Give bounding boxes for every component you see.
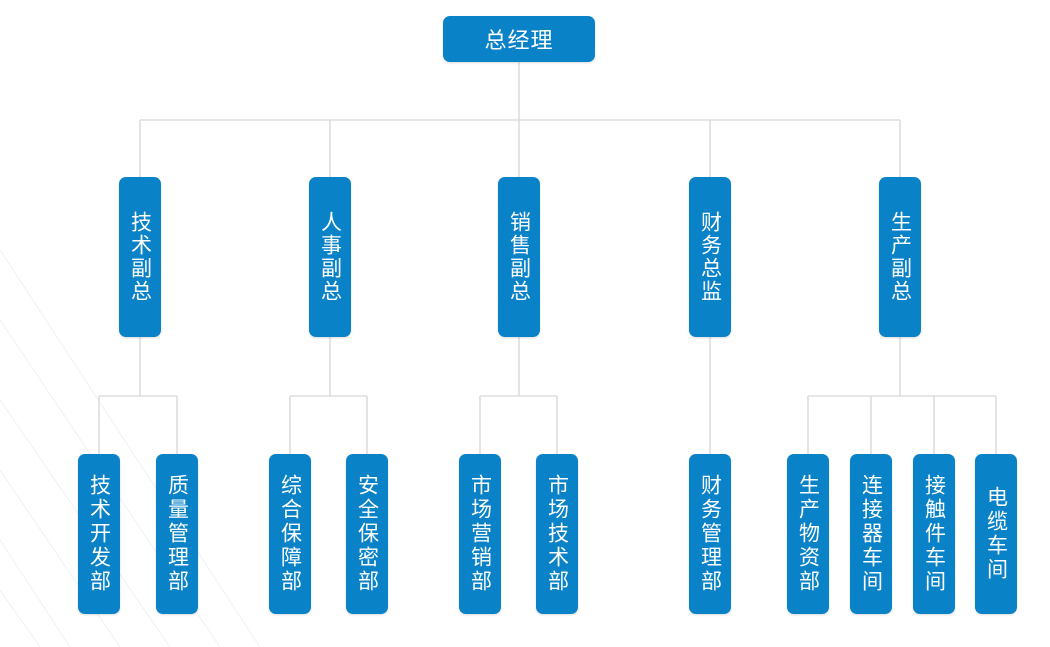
node-label: 市场营销部 [468,474,493,594]
node-deputy-tech[interactable]: 技术副总 [119,177,161,337]
node-deputy-hr[interactable]: 人事副总 [309,177,351,337]
node-dept-contact-workshop[interactable]: 接触件车间 [913,454,955,614]
node-dept-quality-management[interactable]: 质量管理部 [156,454,198,614]
node-dept-general-support[interactable]: 综合保障部 [269,454,311,614]
node-dept-tech-development[interactable]: 技术开发部 [78,454,120,614]
node-label: 市场技术部 [545,474,570,594]
node-label: 财务总监 [698,211,723,303]
node-label: 质量管理部 [165,474,190,594]
node-deputy-sales[interactable]: 销售副总 [498,177,540,337]
node-dept-marketing[interactable]: 市场营销部 [459,454,501,614]
node-label: 连接器车间 [859,474,884,594]
node-finance-director[interactable]: 财务总监 [689,177,731,337]
node-label: 电缆车间 [984,486,1009,582]
node-label: 销售副总 [507,211,532,303]
node-dept-connector-workshop[interactable]: 连接器车间 [850,454,892,614]
node-dept-market-tech[interactable]: 市场技术部 [536,454,578,614]
node-label: 人事副总 [318,211,343,303]
node-label: 综合保障部 [278,474,303,594]
node-dept-finance-management[interactable]: 财务管理部 [689,454,731,614]
node-label: 生产物资部 [796,474,821,594]
node-general-manager[interactable]: 总经理 [443,16,595,62]
node-label: 技术开发部 [87,474,112,594]
node-label: 总经理 [484,29,554,54]
node-dept-security[interactable]: 安全保密部 [346,454,388,614]
node-label: 安全保密部 [355,474,380,594]
node-label: 接触件车间 [922,474,947,594]
node-dept-production-materials[interactable]: 生产物资部 [787,454,829,614]
node-dept-cable-workshop[interactable]: 电缆车间 [975,454,1017,614]
node-label: 财务管理部 [698,474,723,594]
node-deputy-production[interactable]: 生产副总 [879,177,921,337]
node-label: 技术副总 [128,211,153,303]
node-label: 生产副总 [888,211,913,303]
